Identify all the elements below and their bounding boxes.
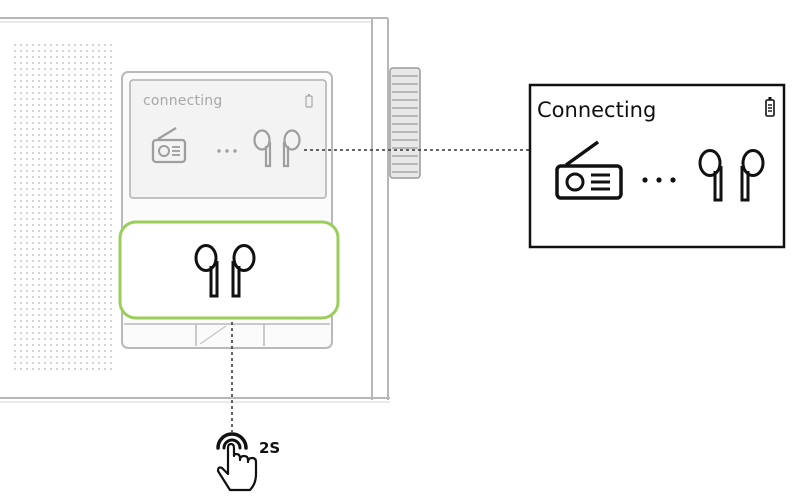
radio-icon: [151, 127, 187, 164]
volume-knob[interactable]: [389, 67, 421, 179]
svg-text:~~: ~~: [288, 315, 303, 325]
device-screen-status: connecting: [143, 93, 223, 109]
ellipsis-icon: [642, 177, 676, 183]
device-screen: [129, 79, 327, 199]
battery-icon: [305, 94, 313, 108]
ellipsis-icon: [217, 149, 237, 153]
hold-duration-label: 2S: [259, 439, 281, 457]
earbuds-icon: [698, 149, 765, 202]
press-hand-icon: [216, 432, 258, 492]
battery-icon: [765, 97, 775, 117]
earbuds-icon: [253, 129, 301, 168]
earbuds-icon: [194, 244, 256, 298]
callout-box: [528, 83, 786, 249]
callout-status: Connecting: [537, 98, 657, 122]
speaker-grille: [10, 44, 112, 374]
device-screen-icons: [151, 94, 313, 168]
radio-icon: [555, 140, 623, 200]
svg-text:~~: ~~: [148, 315, 163, 325]
device-body: [0, 17, 390, 403]
bluetooth-pair-button[interactable]: [118, 220, 340, 320]
